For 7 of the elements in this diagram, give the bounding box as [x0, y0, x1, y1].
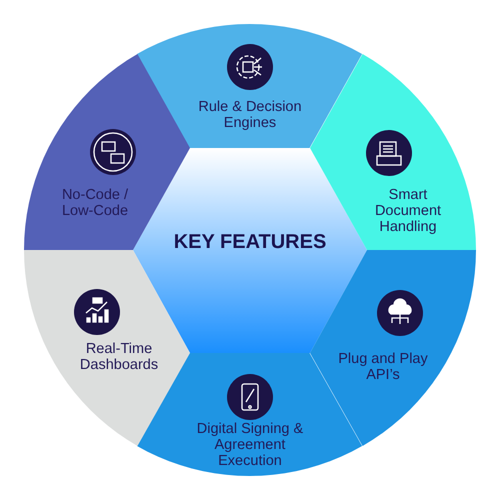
feature-label: Smart Document Handling	[374, 186, 442, 235]
feature-label: Digital Signing & Agreement Execution	[196, 421, 304, 469]
feature-label: Real-Time Dashboards	[78, 341, 160, 373]
center-title: KEY FEATURES	[174, 234, 326, 250]
feature-label: No-Code / Low-Code	[60, 186, 130, 219]
feature-label: Rule & Decision Engines	[197, 99, 303, 131]
feature-label: Plug and Play API’s	[337, 351, 429, 383]
